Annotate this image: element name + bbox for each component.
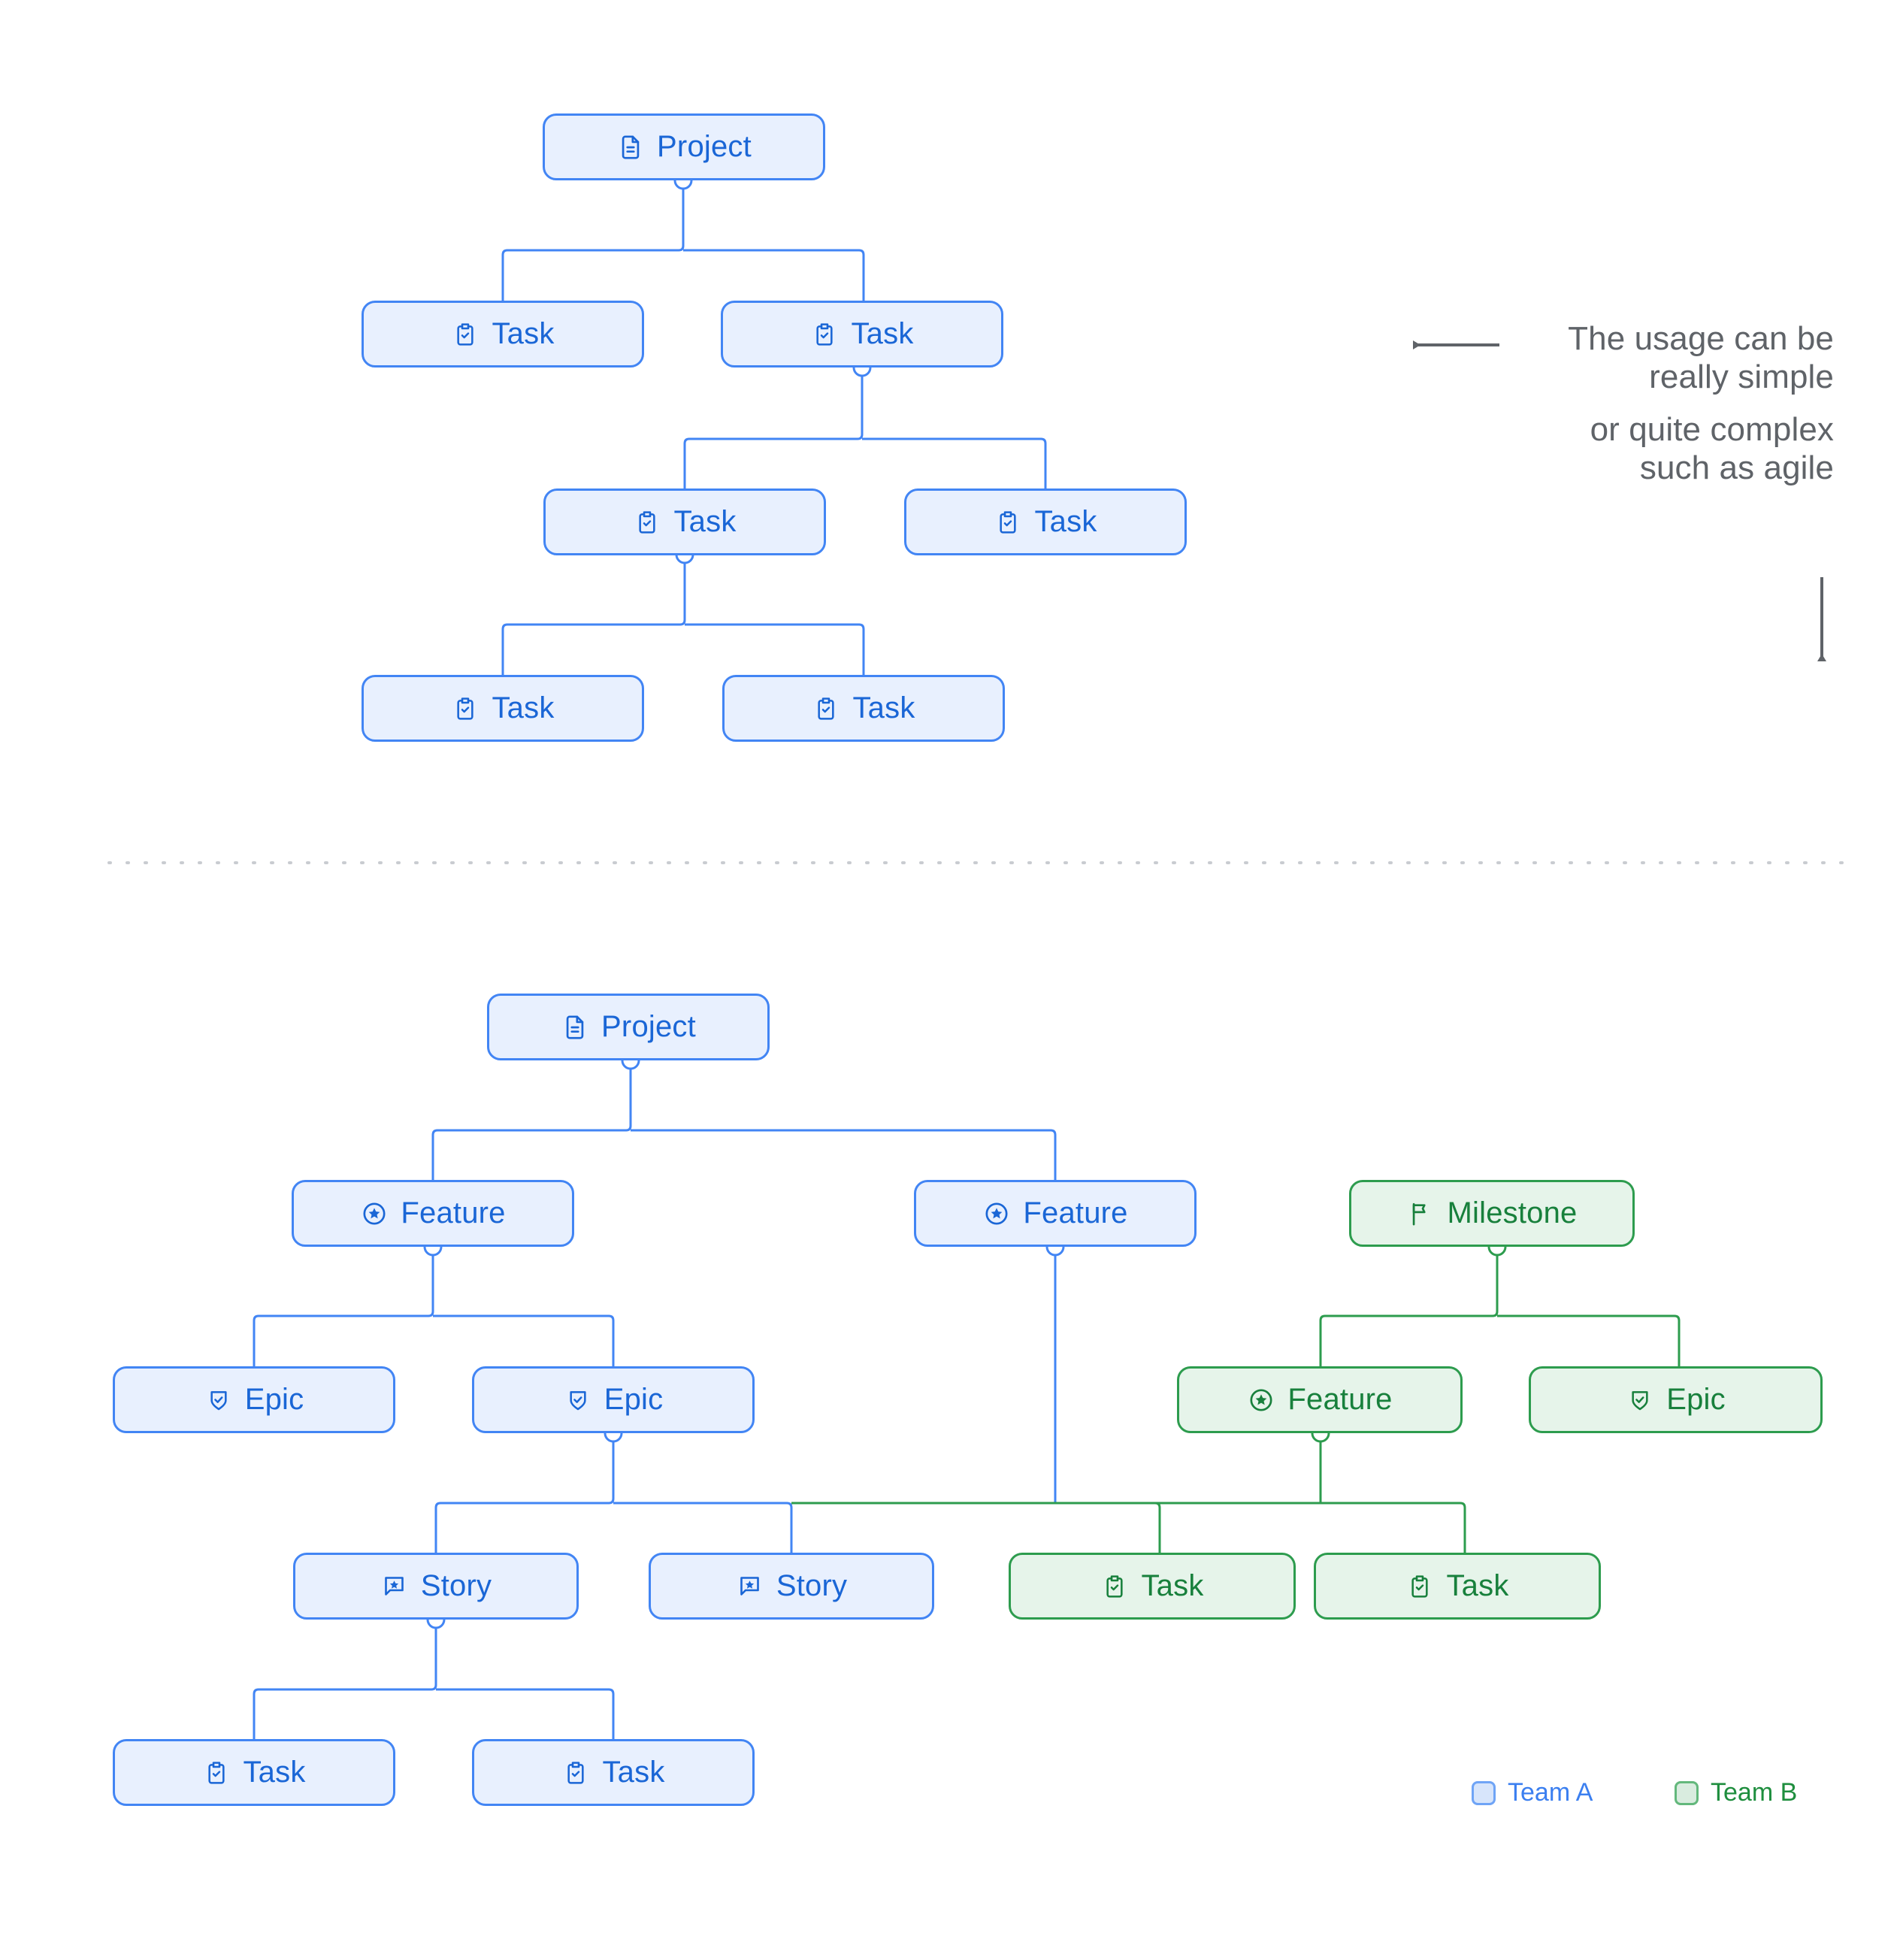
node-story[interactable]: Story	[649, 1553, 934, 1620]
document-icon	[616, 133, 645, 162]
node-task[interactable]: Task	[113, 1739, 395, 1806]
node-feature[interactable]: Feature	[914, 1180, 1197, 1247]
clipboard-check-icon	[994, 508, 1022, 537]
node-label: Project	[601, 1010, 696, 1043]
node-label: Task	[243, 1756, 306, 1789]
clipboard-check-icon	[1405, 1572, 1434, 1601]
comment-star-icon	[380, 1572, 409, 1601]
node-epic[interactable]: Epic	[472, 1366, 755, 1433]
node-task[interactable]: Task	[543, 488, 826, 555]
node-label: Feature	[401, 1196, 506, 1230]
node-story[interactable]: Story	[293, 1553, 579, 1620]
node-label: Feature	[1287, 1383, 1393, 1416]
clipboard-check-icon	[561, 1759, 590, 1787]
legend-team-a[interactable]: Team A	[1472, 1778, 1593, 1807]
node-label: Task	[1141, 1569, 1204, 1602]
node-task[interactable]: Task	[1009, 1553, 1296, 1620]
clipboard-check-icon	[812, 694, 840, 723]
annotation-line-4: such as agile	[1639, 449, 1834, 487]
legend-label: Team B	[1711, 1778, 1798, 1807]
node-task[interactable]: Task	[721, 301, 1003, 368]
node-label: Task	[602, 1756, 665, 1789]
node-label: Epic	[1666, 1383, 1726, 1416]
node-label: Task	[492, 317, 555, 350]
node-feature[interactable]: Feature	[1177, 1366, 1463, 1433]
node-label: Task	[1446, 1569, 1509, 1602]
node-milestone[interactable]: Milestone	[1349, 1180, 1635, 1247]
node-task[interactable]: Task	[722, 675, 1005, 742]
node-label: Task	[1034, 505, 1097, 538]
shield-check-icon	[1626, 1386, 1654, 1414]
clipboard-check-icon	[451, 694, 480, 723]
node-project[interactable]: Project	[487, 994, 770, 1060]
star-circle-icon	[982, 1199, 1011, 1228]
legend-swatch-green	[1675, 1780, 1699, 1805]
node-feature[interactable]: Feature	[292, 1180, 574, 1247]
star-circle-icon	[360, 1199, 389, 1228]
clipboard-check-icon	[810, 320, 839, 349]
node-label: Epic	[244, 1383, 304, 1416]
clipboard-check-icon	[451, 320, 480, 349]
star-circle-icon	[1247, 1386, 1275, 1414]
node-task[interactable]: Task	[472, 1739, 755, 1806]
node-task[interactable]: Task	[1314, 1553, 1601, 1620]
node-task[interactable]: Task	[362, 301, 644, 368]
document-icon	[561, 1013, 589, 1042]
node-label: Task	[851, 317, 914, 350]
node-task[interactable]: Task	[362, 675, 644, 742]
annotation-line-3: or quite complex	[1590, 410, 1834, 448]
comment-star-icon	[736, 1572, 764, 1601]
node-label: Feature	[1023, 1196, 1128, 1230]
flag-icon	[1407, 1199, 1436, 1228]
clipboard-check-icon	[633, 508, 661, 537]
node-label: Project	[657, 130, 752, 163]
node-label: Story	[776, 1569, 848, 1602]
legend-team-b[interactable]: Team B	[1675, 1778, 1797, 1807]
usage-annotation: The usage can be really simple or quite …	[1458, 319, 1834, 488]
node-project[interactable]: Project	[543, 113, 825, 180]
clipboard-check-icon	[1100, 1572, 1129, 1601]
shield-check-icon	[204, 1386, 233, 1414]
node-epic[interactable]: Epic	[113, 1366, 395, 1433]
node-label: Epic	[604, 1383, 664, 1416]
annotation-line-1: The usage can be	[1568, 320, 1834, 357]
node-label: Story	[420, 1569, 492, 1602]
node-label: Task	[492, 691, 555, 724]
node-task[interactable]: Task	[904, 488, 1187, 555]
legend-swatch-blue	[1472, 1780, 1496, 1805]
node-label: Milestone	[1447, 1196, 1578, 1230]
clipboard-check-icon	[202, 1759, 231, 1787]
node-label: Task	[852, 691, 915, 724]
legend-label: Team A	[1508, 1778, 1593, 1807]
annotation-line-2: really simple	[1649, 358, 1834, 396]
node-epic[interactable]: Epic	[1529, 1366, 1823, 1433]
shield-check-icon	[564, 1386, 592, 1414]
node-label: Task	[673, 505, 737, 538]
